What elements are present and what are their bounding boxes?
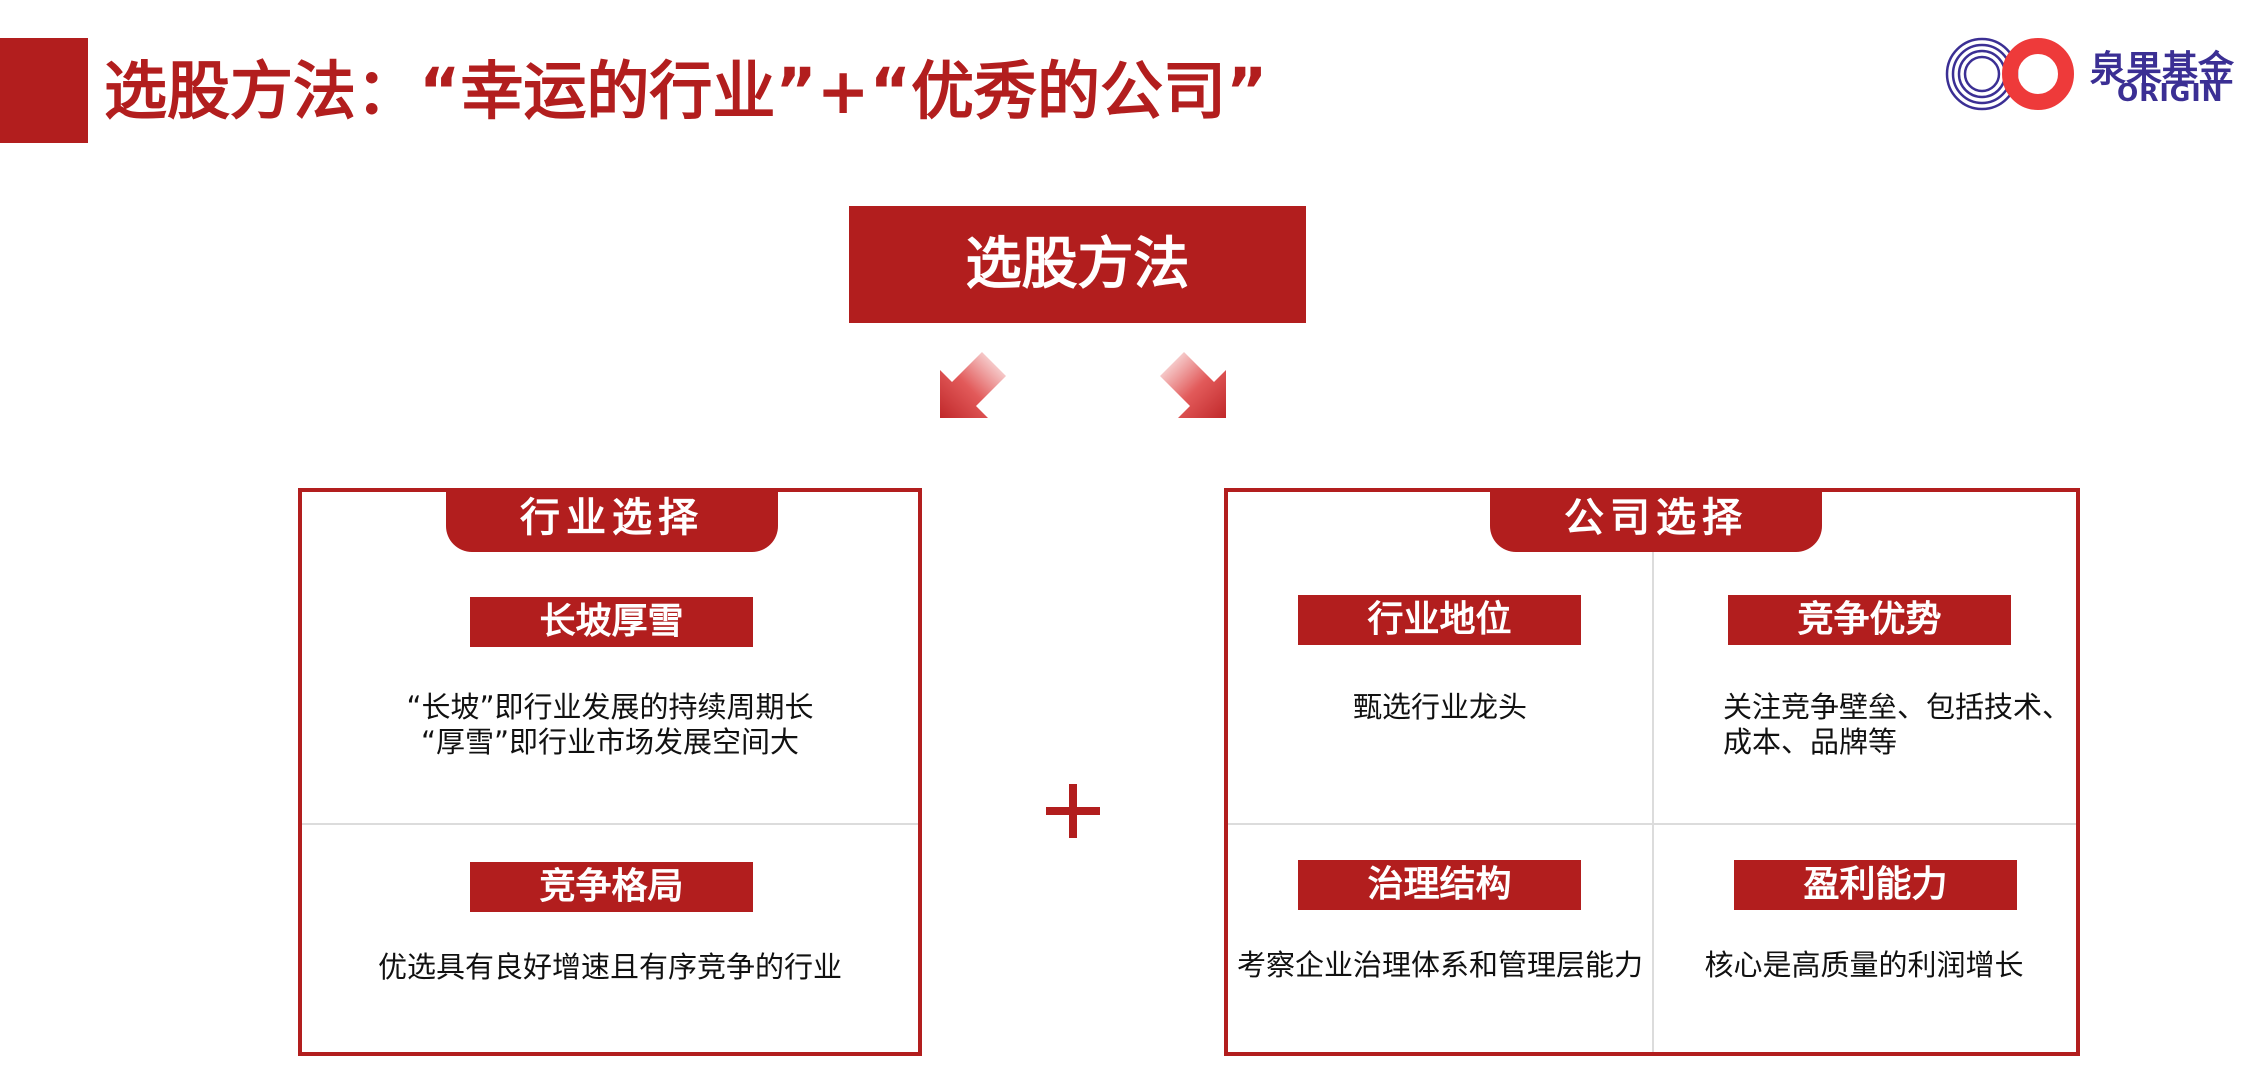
industry-divider <box>302 823 918 825</box>
brand-logo: 泉果基金 ORIGIN <box>1944 34 2234 114</box>
arrow-down-right-icon <box>1160 352 1226 418</box>
industry-cell-label: 竞争格局 <box>470 862 753 912</box>
logo-text-en: ORIGIN <box>2117 78 2224 107</box>
company-selection-panel: 公司选择 行业地位 甄选行业龙头 竞争优势 关注竞争壁垒、包括技术、 成本、品牌… <box>1224 488 2080 1056</box>
desc-line: 优选具有良好增速且有序竞争的行业 <box>377 950 842 984</box>
industry-cell-label: 长坡厚雪 <box>470 597 753 647</box>
arrow-down-left-icon <box>940 352 1006 418</box>
desc-line: “厚雪”即行业市场发展空间大 <box>420 725 800 759</box>
industry-selection-panel: 行业选择 长坡厚雪 “长坡”即行业发展的持续周期长 “厚雪”即行业市场发展空间大… <box>298 488 922 1056</box>
logo-rings-icon <box>1945 37 2074 111</box>
desc-line: 关注竞争壁垒、包括技术、 <box>1723 690 2072 724</box>
desc-line: 考察企业治理体系和管理层能力 <box>1236 948 1643 982</box>
company-divider-v <box>1652 552 1654 1052</box>
company-cell-label: 盈利能力 <box>1734 860 2017 910</box>
title-accent-bar <box>0 38 88 143</box>
page-title: 选股方法：“幸运的行业”+“优秀的公司” <box>104 55 1268 128</box>
industry-tab: 行业选择 <box>446 488 778 552</box>
company-cell-desc: 考察企业治理体系和管理层能力 <box>1228 948 1652 983</box>
company-cell-desc: 甄选行业龙头 <box>1228 690 1652 725</box>
company-cell-label: 治理结构 <box>1298 860 1581 910</box>
company-cell-label: 行业地位 <box>1298 595 1581 645</box>
company-cell-desc: 关注竞争壁垒、包括技术、 成本、品牌等 <box>1723 690 2071 760</box>
desc-line: 甄选行业龙头 <box>1352 690 1527 724</box>
company-cell-desc: 核心是高质量的利润增长 <box>1652 948 2076 983</box>
desc-line: 核心是高质量的利润增长 <box>1704 948 2024 982</box>
plus-icon <box>1046 784 1100 838</box>
industry-cell-desc: 优选具有良好增速且有序竞争的行业 <box>302 950 918 985</box>
industry-cell-desc: “长坡”即行业发展的持续周期长 “厚雪”即行业市场发展空间大 <box>302 690 918 760</box>
desc-line: “长坡”即行业发展的持续周期长 <box>406 690 814 724</box>
company-cell-label: 竞争优势 <box>1728 595 2011 645</box>
desc-line: 成本、品牌等 <box>1723 725 1898 759</box>
company-tab: 公司选择 <box>1490 488 1822 552</box>
method-box: 选股方法 <box>849 206 1306 323</box>
logo-text-cn: 泉果基金 <box>2090 49 2235 90</box>
